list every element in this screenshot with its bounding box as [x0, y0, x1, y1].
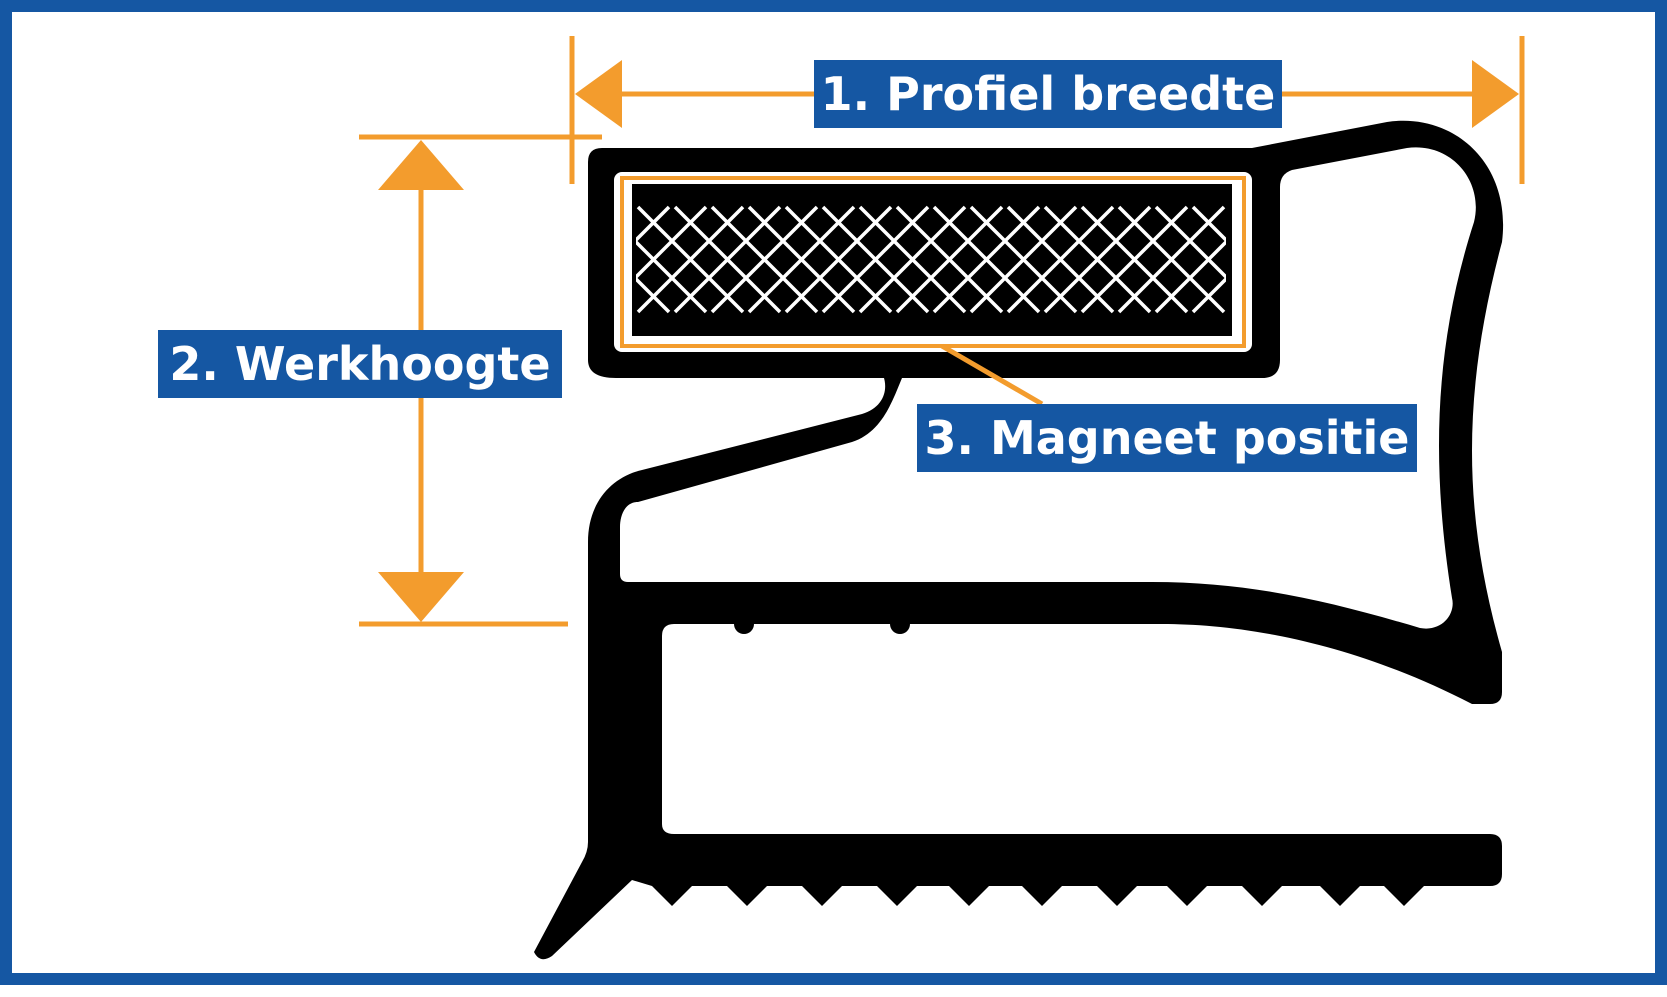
mesh-line [858, 205, 967, 314]
mesh-line [673, 205, 782, 314]
mesh-line [636, 205, 745, 314]
magnet-position-outline [620, 176, 1246, 348]
height-arrow-bottom-icon [378, 572, 464, 622]
hinge-notch [836, 380, 864, 408]
mesh-line [636, 205, 708, 280]
width-arrow-left-icon [575, 60, 622, 128]
mesh-line [1154, 239, 1226, 314]
mesh-line [932, 205, 1041, 314]
mesh-line [1080, 205, 1189, 314]
mesh-line [1006, 205, 1115, 314]
mesh-line [1191, 205, 1226, 243]
label-magnet-position: 3. Magneet positie [917, 404, 1417, 472]
mesh-line [1267, 207, 1372, 312]
bead-1 [734, 614, 754, 634]
mesh-line [747, 205, 856, 314]
magnet-body [632, 184, 1232, 336]
mesh-line [1304, 207, 1409, 312]
mesh-line [784, 205, 893, 314]
magnet-mesh [636, 205, 1409, 314]
mesh-line [895, 205, 1004, 314]
mesh-line [1043, 205, 1152, 314]
mesh-line [969, 205, 1078, 314]
label-working-height: 2. Werkhoogte [158, 330, 562, 398]
mesh-line [710, 205, 819, 314]
gasket-profile-diagram [359, 36, 1525, 960]
label-profile-width: 1. Profiel breedte [814, 60, 1282, 128]
mesh-line [821, 205, 930, 314]
magnet-leader-line [940, 343, 1044, 407]
mesh-line [1117, 205, 1226, 314]
mesh-line [1191, 276, 1226, 314]
mesh-line [1304, 207, 1409, 312]
width-arrow-right-icon [1472, 60, 1519, 128]
mesh-line [636, 276, 671, 314]
height-arrow-top-icon [378, 140, 464, 190]
mesh-line [1267, 207, 1372, 312]
bead-2 [890, 614, 910, 634]
mesh-line [636, 205, 671, 243]
magnet-pocket [614, 172, 1409, 352]
dimension-arrowheads [378, 60, 1519, 622]
